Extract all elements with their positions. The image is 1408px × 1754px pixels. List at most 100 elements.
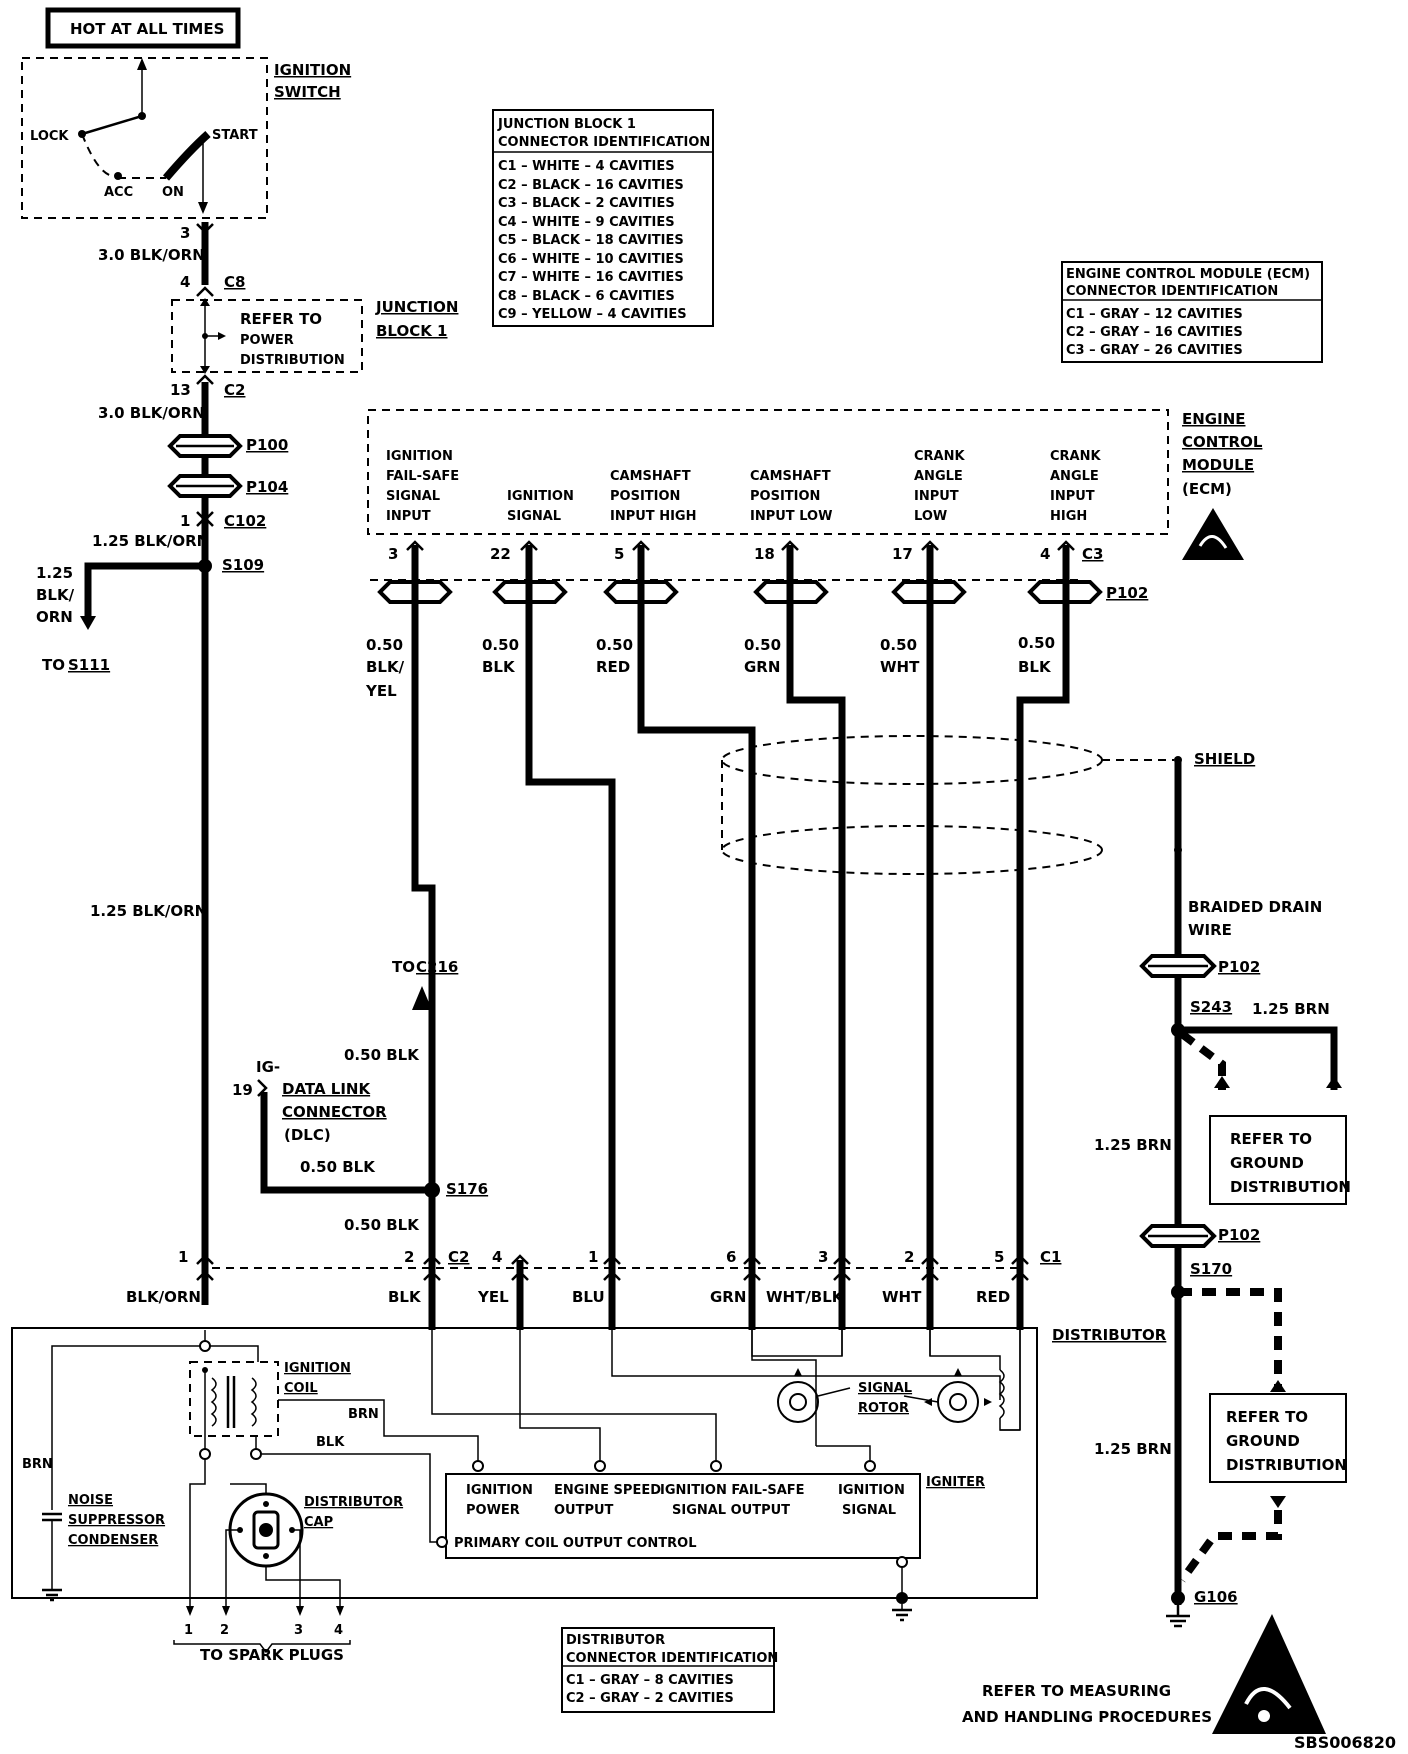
pin-3-label: 3 — [180, 224, 190, 242]
dist-pin-color: BLK/ORN — [126, 1288, 201, 1306]
ecm-pin-number: 22 — [490, 545, 511, 563]
s109-label: S109 — [222, 556, 264, 574]
igniter-box — [445, 1473, 921, 1559]
dist-pin-number: 3 — [818, 1248, 828, 1266]
ecm-table-title-2: CONNECTOR IDENTIFICATION — [1066, 284, 1278, 299]
dist-pin-number: 2 — [904, 1248, 914, 1266]
jb1-table-title-1: JUNCTION BLOCK 1 — [497, 117, 636, 132]
dist-pin-color: RED — [976, 1288, 1010, 1306]
lock-label: LOCK — [30, 129, 69, 144]
braided-drain-label-1: BRAIDED DRAIN — [1188, 898, 1322, 916]
junction-block-title-1: JUNCTION — [375, 298, 458, 316]
igniter-ground-icon — [896, 1592, 908, 1604]
dlc-wire: 0.50 BLK — [300, 1158, 376, 1176]
on-label: ON — [162, 185, 184, 200]
jb1-table-rows: C1 – WHITE – 4 CAVITIES C2 – BLACK – 16 … — [498, 159, 687, 322]
condenser-ground-icon — [42, 1588, 62, 1602]
jb1-row: C6 – WHITE – 10 CAVITIES — [498, 252, 684, 267]
ecm-pin-label: IGNITION — [386, 449, 453, 464]
c216-label: C216 — [416, 958, 458, 976]
jb1-row: C3 – BLACK – 2 CAVITIES — [498, 196, 675, 211]
ecm-pin-label: CAMSHAFT — [610, 469, 691, 484]
acc-label: ACC — [104, 185, 133, 200]
ecm-p102-label: P102 — [1106, 584, 1148, 602]
jb1-row: C9 – YELLOW – 4 CAVITIES — [498, 307, 687, 322]
brn-condenser-label: BRN — [22, 1457, 53, 1472]
dist-pin-color: WHT — [882, 1288, 922, 1306]
ecm-title-2: CONTROL — [1182, 433, 1263, 451]
branch-gauge: 1.25 — [36, 564, 73, 582]
s243-label: S243 — [1190, 998, 1232, 1016]
pin-1-c102: 1 — [180, 512, 190, 530]
ecm-wire-color: BLK/ — [366, 658, 405, 676]
ecm-pin-label: LOW — [914, 509, 947, 524]
ecm-wire-gauge: 0.50 — [482, 636, 519, 654]
ecm-pin-label: INPUT HIGH — [610, 509, 696, 524]
wire-1-25-brn-b: 1.25 BRN — [1094, 1136, 1172, 1154]
ecm-wire-color: WHT — [880, 658, 920, 676]
wire-ecm-pin-5 — [637, 545, 756, 1260]
signal-rotor-label-1: SIGNAL — [858, 1381, 912, 1396]
jb1-row: C8 – BLACK – 6 CAVITIES — [498, 289, 675, 304]
dlc-name-2: CONNECTOR — [282, 1103, 387, 1121]
ecm-pin-label: IGNITION — [507, 489, 574, 504]
pin-4-label: 4 — [180, 273, 190, 291]
ecm-title-1: ENGINE — [1182, 410, 1246, 428]
brn-coil-label: BRN — [348, 1407, 379, 1422]
jb1-table-title-2: CONNECTOR IDENTIFICATION — [498, 135, 710, 150]
dist-table-row: C1 – GRAY – 8 CAVITIES — [566, 1673, 734, 1688]
condenser-label-2: SUPPRESSOR — [68, 1513, 165, 1528]
wire-ecm-pin-18 — [786, 545, 846, 1260]
igniter-failsafe-1: IGNITION FAIL-SAFE — [660, 1483, 805, 1498]
measuring-procedures-label-1: REFER TO MEASURING — [982, 1682, 1171, 1700]
dist-c2-label: C2 — [448, 1248, 469, 1266]
dlc-name-3: (DLC) — [284, 1126, 331, 1144]
ignition-switch-box — [21, 57, 268, 219]
ecm-pin-label: CAMSHAFT — [750, 469, 831, 484]
dlc-name-1: DATA LINK — [282, 1080, 371, 1098]
ecm-pin-label: ANGLE — [1050, 469, 1099, 484]
ecm-pin-label: POSITION — [750, 489, 820, 504]
pin-13-label: 13 — [170, 381, 191, 399]
ecm-wire-color: GRN — [744, 658, 780, 676]
ecm-pin-number: 4 — [1040, 545, 1050, 563]
p102-grommets — [377, 580, 1103, 604]
wire-3-0-blk-orn-mid: 3.0 BLK/ORN — [98, 404, 205, 422]
ecm-pin-label: SIGNAL — [507, 509, 561, 524]
esd-warning-large-icon — [1212, 1614, 1326, 1734]
wire-1-25-brn-a: 1.25 BRN — [1252, 1000, 1330, 1018]
igniter-eng-speed-2: OUTPUT — [554, 1503, 614, 1518]
ecm-pin-number: 5 — [614, 545, 624, 563]
ecm-pin-label: INPUT — [386, 509, 431, 524]
ecm-pin-label: POSITION — [610, 489, 680, 504]
igniter-ig-power-1: IGNITION — [466, 1483, 533, 1498]
ecm-pin-label: HIGH — [1050, 509, 1087, 524]
to-c216-prefix: TO — [392, 958, 415, 976]
jb1-row: C7 – WHITE – 16 CAVITIES — [498, 270, 684, 285]
refer-ground-1-line: DISTRIBUTION — [1230, 1178, 1351, 1196]
dlc-wire-bottom: 0.50 BLK — [344, 1216, 420, 1234]
junction-block-title-2: BLOCK 1 — [376, 322, 448, 340]
refer-power-1: REFER TO — [240, 310, 322, 328]
ecm-pin-label: INPUT — [914, 489, 959, 504]
dist-pin-number: 1 — [178, 1248, 188, 1266]
refer-ground-1-line: REFER TO — [1230, 1130, 1312, 1148]
spark-plug-pin: 2 — [220, 1623, 229, 1638]
p102-drain-label-a: P102 — [1218, 958, 1260, 976]
ecm-wire-gauge: 0.50 — [366, 636, 403, 654]
to-spark-plugs-label: TO SPARK PLUGS — [200, 1646, 344, 1664]
ecm-pin-label: CRANK — [1050, 449, 1101, 464]
dist-pin-color: GRN — [710, 1288, 746, 1306]
distributor-connector-table — [561, 1627, 775, 1713]
ecm-pin-label: FAIL-SAFE — [386, 469, 459, 484]
dist-c1-label: C1 — [1040, 1248, 1061, 1266]
dist-pin-number: 1 — [588, 1248, 598, 1266]
ecm-pin-number: 3 — [388, 545, 398, 563]
ecm-pin-label: SIGNAL — [386, 489, 440, 504]
to-s111-prefix: TO — [42, 656, 65, 674]
wire-1-25-brn-c: 1.25 BRN — [1094, 1440, 1172, 1458]
ecm-pin-label: CRANK — [914, 449, 965, 464]
spark-plug-pin: 4 — [334, 1623, 343, 1638]
ignition-coil-icon — [189, 1361, 279, 1437]
ignition-coil-label-1: IGNITION — [284, 1361, 351, 1376]
